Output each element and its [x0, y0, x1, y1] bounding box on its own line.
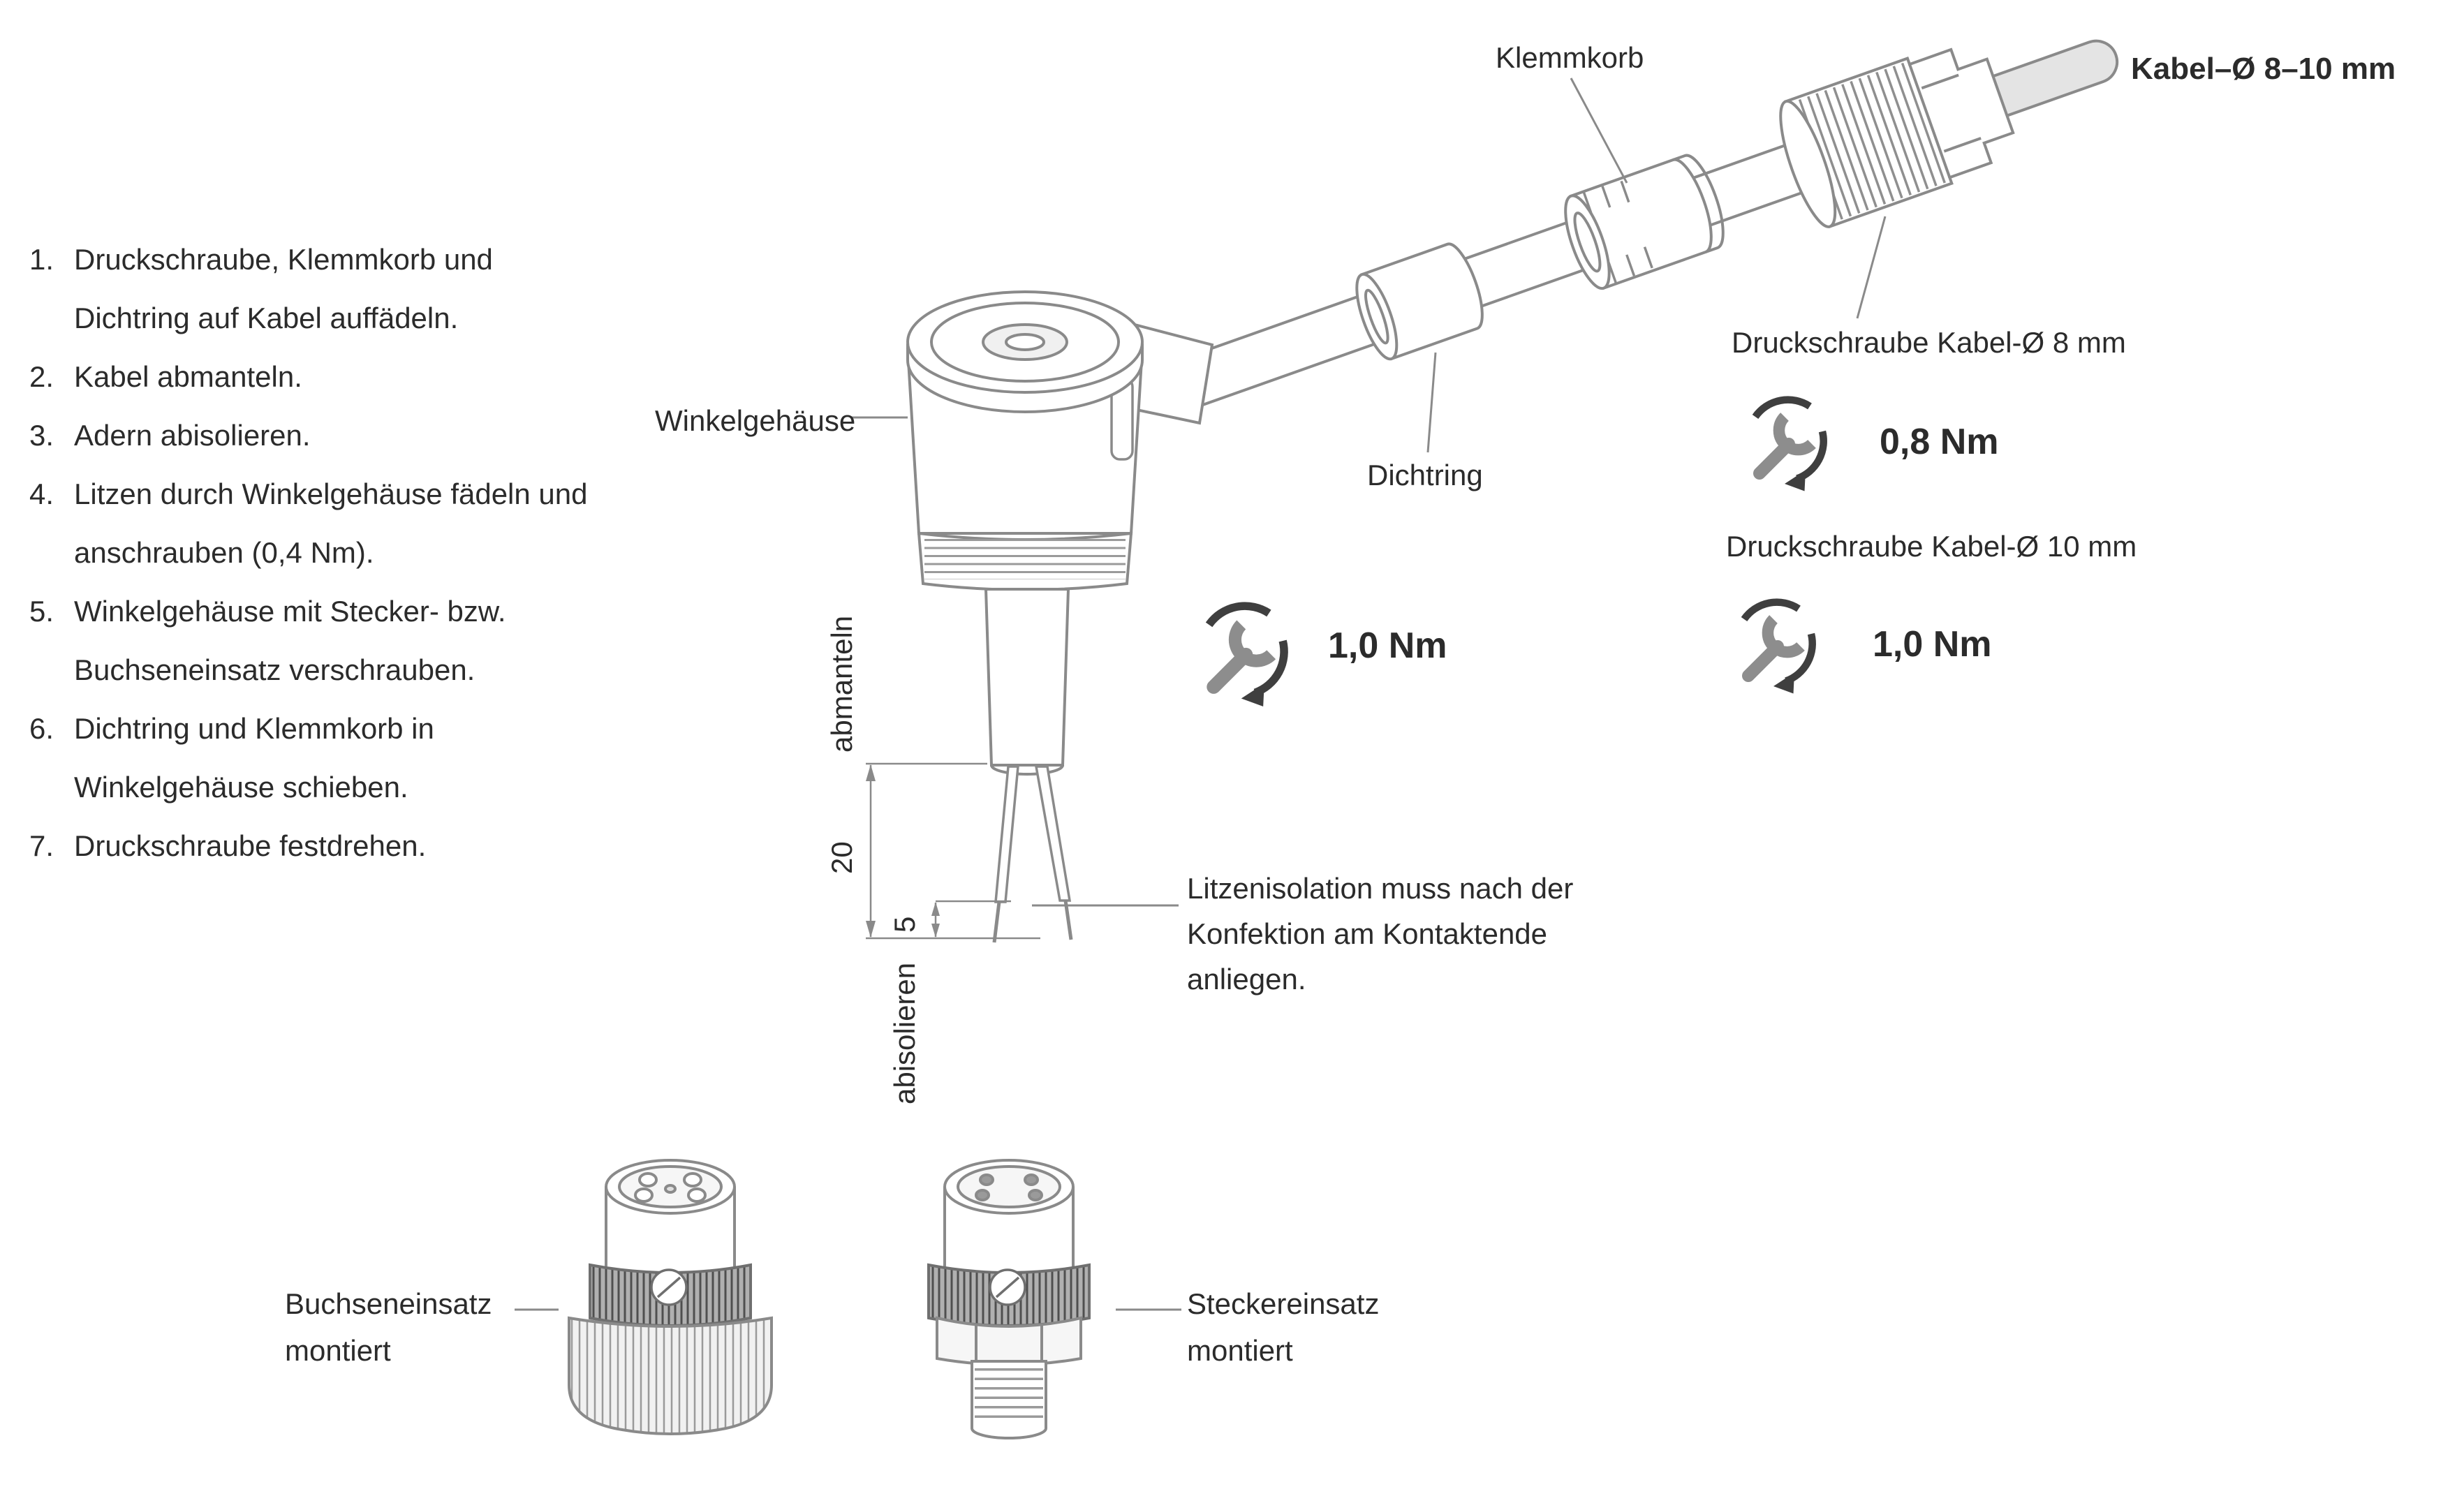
leader-lines: [515, 77, 1887, 1311]
label-dichtring: Dichtring: [1367, 459, 1483, 491]
instruction-number: 6.: [29, 712, 54, 745]
instruction-item: 1. Druckschraube, Klemmkorb und Dichtring…: [29, 230, 588, 348]
instruction-item: 4. Litzen durch Winkelgehäuse fädeln und …: [29, 465, 588, 582]
torque-value-cable10: 1,0 Nm: [1873, 624, 1992, 665]
instruction-number: 3.: [29, 419, 54, 452]
label-druckschraube-10mm: Druckschraube Kabel-Ø 10 mm: [1726, 530, 2137, 563]
torque-wrench-icon: [1755, 400, 1824, 491]
dim-label-abisolieren: abisolieren: [888, 962, 921, 1104]
dimension-lines: [866, 762, 1040, 940]
instruction-item: 2. Kabel abmanteln.: [29, 348, 588, 406]
dim-label-abmanteln: abmanteln: [825, 615, 858, 753]
housing-knurl: [917, 531, 1133, 591]
instruction-number: 1.: [29, 243, 54, 276]
instruction-number: 2.: [29, 360, 54, 393]
housing-shaft: [984, 588, 1070, 767]
label-cable-diameter: Kabel–Ø 8–10 mm: [2131, 52, 2396, 86]
label-winkelgehaeuse: Winkelgehäuse: [655, 404, 856, 437]
instruction-text: Druckschraube festdrehen.: [74, 829, 427, 862]
instruction-text: Kabel abmanteln.: [74, 360, 302, 393]
housing-cap: [906, 290, 1144, 413]
instruction-item: 7. Druckschraube festdrehen.: [29, 817, 588, 875]
klemmkorb-drawing: [1564, 154, 1725, 290]
instruction-number: 7.: [29, 829, 54, 862]
leader-klemmkorb: [1570, 77, 1628, 184]
torque-value-main: 1,0 Nm: [1328, 625, 1447, 666]
instruction-number: 4.: [29, 477, 54, 510]
instruction-text: Litzen durch Winkelgehäuse fädeln und an…: [74, 477, 588, 569]
leader-druckschraube8: [1856, 216, 1887, 319]
steckereinsatz-drawing: [927, 1159, 1091, 1439]
instruction-number: 5.: [29, 595, 54, 628]
instruction-item: 3. Adern abisolieren.: [29, 406, 588, 465]
instruction-list: 1. Druckschraube, Klemmkorb und Dichtring…: [29, 230, 588, 875]
druckschraube-drawing: [1779, 47, 2015, 229]
label-buchseneinsatz: Buchseneinsatz montiert: [285, 1287, 492, 1368]
wires-drawing: [992, 765, 1073, 943]
torque-value-cable8: 0,8 Nm: [1880, 422, 1999, 462]
cable-assembly-drawing: [1180, 39, 2119, 408]
label-steckereinsatz: Steckereinsatz montiert: [1187, 1287, 1380, 1368]
instruction-item: 5. Winkelgehäuse mit Stecker- bzw. Buchse…: [29, 582, 588, 699]
dim-value-abisolieren: 5: [888, 916, 921, 933]
buchseneinsatz-drawing: [568, 1159, 773, 1435]
label-klemmkorb: Klemmkorb: [1496, 41, 1644, 74]
torque-wrench-icon: [1744, 602, 1813, 694]
torque-wrench-icon: [1209, 606, 1284, 706]
instruction-text: Winkelgehäuse mit Stecker- bzw. Buchsene…: [74, 595, 506, 686]
label-litzen-note: Litzenisolation muss nach der Konfektion…: [1187, 872, 1574, 996]
instruction-item: 6. Dichtring und Klemmkorb in Winkelgehäu…: [29, 699, 588, 817]
instruction-text: Dichtring und Klemmkorb in Winkelgehäuse…: [74, 712, 434, 804]
instruction-text: Adern abisolieren.: [74, 419, 311, 452]
dim-value-abmanteln: 20: [825, 841, 858, 874]
label-druckschraube-8mm: Druckschraube Kabel-Ø 8 mm: [1732, 326, 2126, 359]
leader-dichtring: [1426, 352, 1437, 453]
winkelgehaeuse-drawing: [906, 290, 1214, 943]
dichtring-drawing: [1355, 242, 1484, 361]
instruction-text: Druckschraube, Klemmkorb und Dichtring a…: [74, 243, 493, 334]
